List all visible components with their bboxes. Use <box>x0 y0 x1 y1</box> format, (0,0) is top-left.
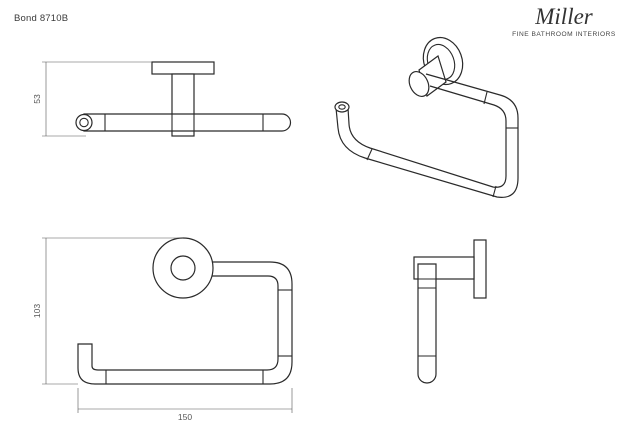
dim-label-front-width: 150 <box>178 412 192 422</box>
dim-label-side-height: 53 <box>32 94 42 104</box>
top-view-arm <box>83 113 292 132</box>
isometric-view <box>334 36 519 198</box>
iso-arm-inner <box>347 85 507 188</box>
iso-arm-outer <box>335 73 519 198</box>
top-view: 53 <box>32 61 292 137</box>
side-view-wall-plate <box>473 239 487 299</box>
brand-logo: Miller FINE BATHROOM INTERIORS <box>502 4 626 38</box>
front-view-post <box>170 255 196 281</box>
dim-label-front-height: 103 <box>32 304 42 318</box>
front-view-arm <box>77 261 293 385</box>
side-view-arm <box>417 263 437 384</box>
brand-tagline: FINE BATHROOM INTERIORS <box>512 31 616 38</box>
brand-name: Miller <box>535 4 593 29</box>
iso-end-cap <box>334 101 350 113</box>
front-view: 103 150 <box>32 237 293 422</box>
top-view-end-cap <box>75 113 93 132</box>
side-view <box>413 239 487 384</box>
model-title: Bond 8710B <box>14 13 69 24</box>
top-view-wall-plate <box>151 61 215 75</box>
